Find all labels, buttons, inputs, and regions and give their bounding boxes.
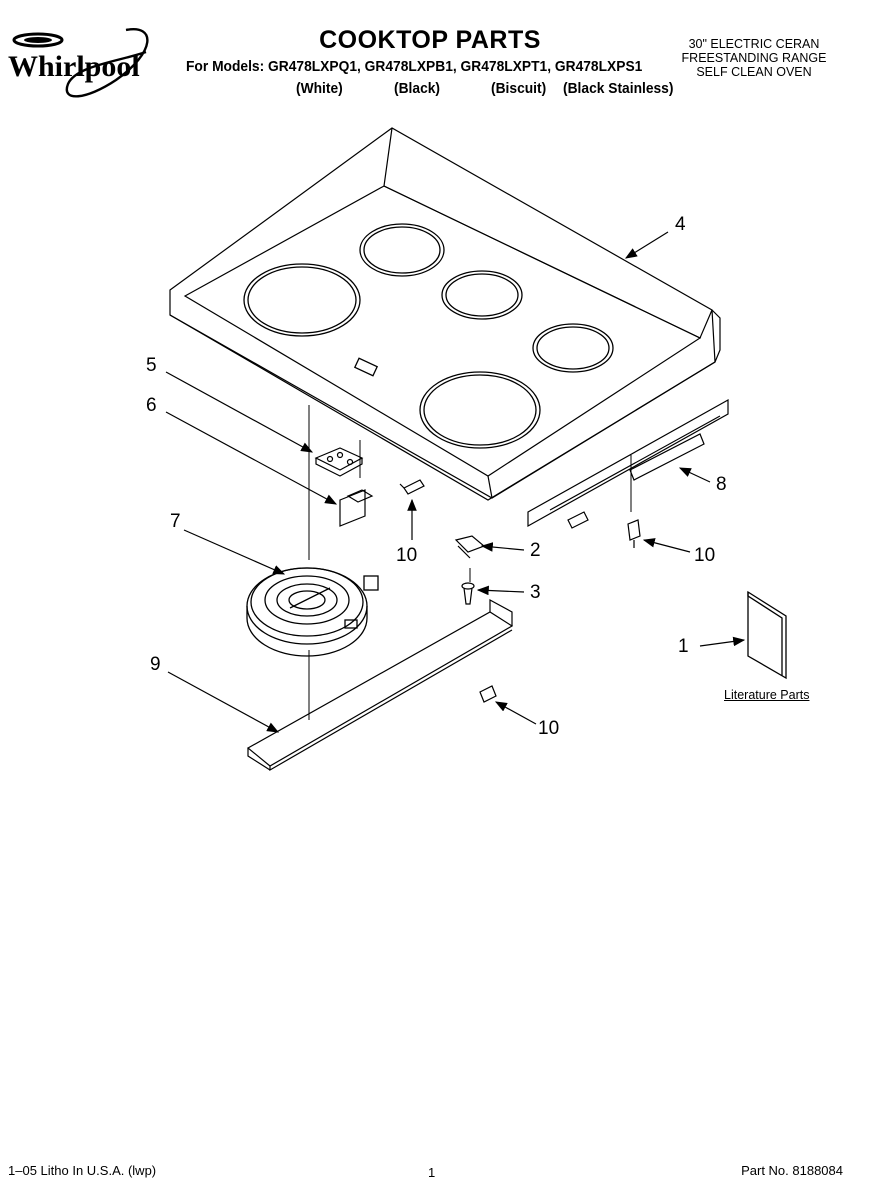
part-10-screw-c	[479, 685, 497, 703]
color-black: (Black)	[394, 80, 441, 97]
callout-1: 1	[678, 636, 689, 657]
callout-7: 7	[170, 511, 181, 532]
part-8-rail	[527, 398, 729, 529]
callout-3: 3	[530, 582, 541, 603]
callout-10-c: 10	[538, 718, 560, 739]
callout-2: 2	[530, 540, 541, 561]
leader-lines	[165, 231, 746, 733]
literature-parts-label: Literature Parts	[724, 688, 810, 702]
part-9-bracket	[246, 598, 514, 772]
part-2-clip	[454, 535, 486, 559]
part-6-bracket	[339, 489, 374, 527]
callout-10-b: 10	[694, 545, 716, 566]
whirlpool-logo-mark: Whirlpool	[8, 27, 149, 98]
whirlpool-logo: Whirlpool	[6, 22, 176, 108]
callout-10-a: 10	[396, 545, 418, 566]
burner-outlines	[243, 223, 614, 449]
part-10-screw-b	[627, 519, 641, 548]
callout-6: 6	[146, 395, 157, 416]
part-10-screw-a	[399, 479, 425, 495]
part-1-literature	[747, 590, 787, 680]
callout-9: 9	[150, 654, 161, 675]
page-title: COOKTOP PARTS	[319, 26, 541, 54]
footer-part-number: Part No. 8188084	[741, 1163, 843, 1178]
color-white: (White)	[296, 80, 343, 97]
product-desc-line-3: SELF CLEAN OVEN	[696, 65, 812, 79]
whirlpool-logo-text: Whirlpool	[8, 50, 140, 83]
color-black-stainless: (Black Stainless)	[563, 80, 674, 97]
product-description: 30" ELECTRIC CERAN FREESTANDING RANGE SE…	[668, 37, 840, 79]
cooktop-glass	[169, 127, 721, 501]
callout-5: 5	[146, 355, 157, 376]
callout-8: 8	[716, 474, 727, 495]
part-3-screw	[461, 582, 475, 605]
product-desc-line-2: FREESTANDING RANGE	[681, 51, 827, 65]
models-line: For Models: GR478LXPQ1, GR478LXPB1, GR47…	[186, 58, 643, 75]
callout-4: 4	[675, 214, 686, 235]
part-5-switch	[314, 447, 364, 477]
product-desc-line-1: 30" ELECTRIC CERAN	[688, 37, 820, 51]
footer-litho: 1–05 Litho In U.S.A. (lwp)	[8, 1163, 157, 1178]
color-biscuit: (Biscuit)	[491, 80, 547, 97]
footer-page-number: 1	[428, 1165, 436, 1180]
guide-lines	[308, 405, 632, 720]
part-7-element	[246, 567, 379, 657]
